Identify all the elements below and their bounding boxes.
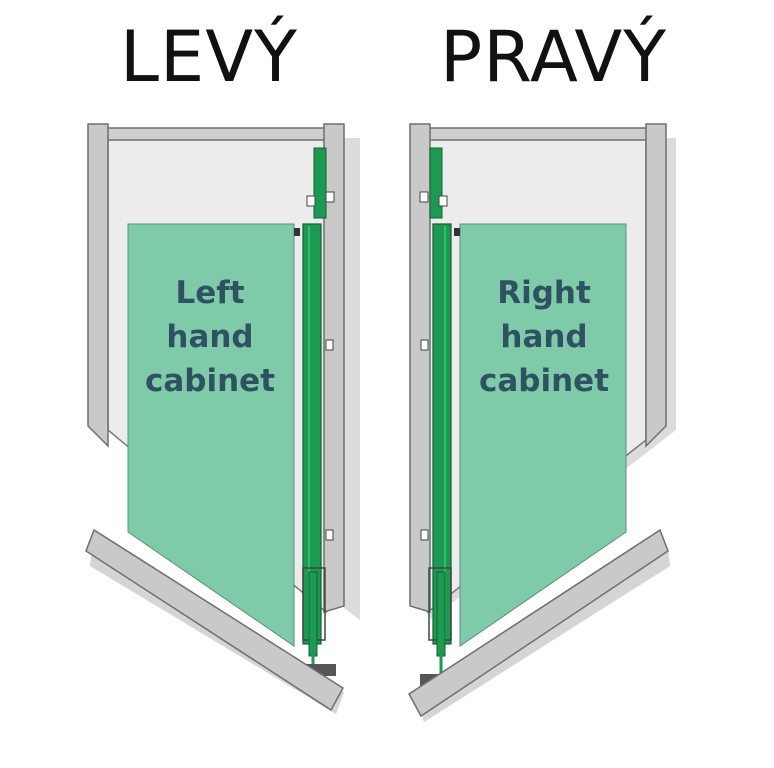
right-cabinet: Right hand cabinet <box>408 123 676 722</box>
right-label-line-1: Right <box>497 275 591 311</box>
left-bracket-1 <box>325 191 335 203</box>
left-label-line-2: hand <box>166 319 253 355</box>
right-bracket-1 <box>419 191 429 203</box>
left-door <box>85 528 344 712</box>
right-label-line-2: hand <box>500 319 587 355</box>
left-rail-short <box>313 147 327 219</box>
left-right-wall <box>323 123 345 614</box>
left-green-panel <box>127 223 295 647</box>
left-side-wall <box>87 123 109 448</box>
left-bracket-4 <box>325 529 334 541</box>
right-side-wall <box>645 123 667 448</box>
right-top-rail <box>425 127 649 141</box>
right-left-wall <box>409 123 431 614</box>
left-bracket-3 <box>325 339 334 351</box>
right-bracket-2 <box>438 195 448 207</box>
left-label-line-3: cabinet <box>145 363 275 399</box>
right-label-line-3: cabinet <box>479 363 609 399</box>
right-green-panel <box>459 223 627 647</box>
left-label-line-1: Left <box>175 275 244 311</box>
right-bracket-5 <box>454 228 460 236</box>
right-rail-short <box>429 147 443 219</box>
right-bracket-4 <box>420 529 429 541</box>
right-door <box>408 528 669 718</box>
title-left: LEVÝ <box>120 16 298 98</box>
right-bracket-3 <box>420 339 429 351</box>
left-bracket-5 <box>294 228 300 236</box>
title-right: PRAVÝ <box>440 16 668 98</box>
left-cabinet: Left hand cabinet <box>85 123 360 714</box>
left-top-rail <box>105 127 329 141</box>
left-bracket-2 <box>306 195 316 207</box>
